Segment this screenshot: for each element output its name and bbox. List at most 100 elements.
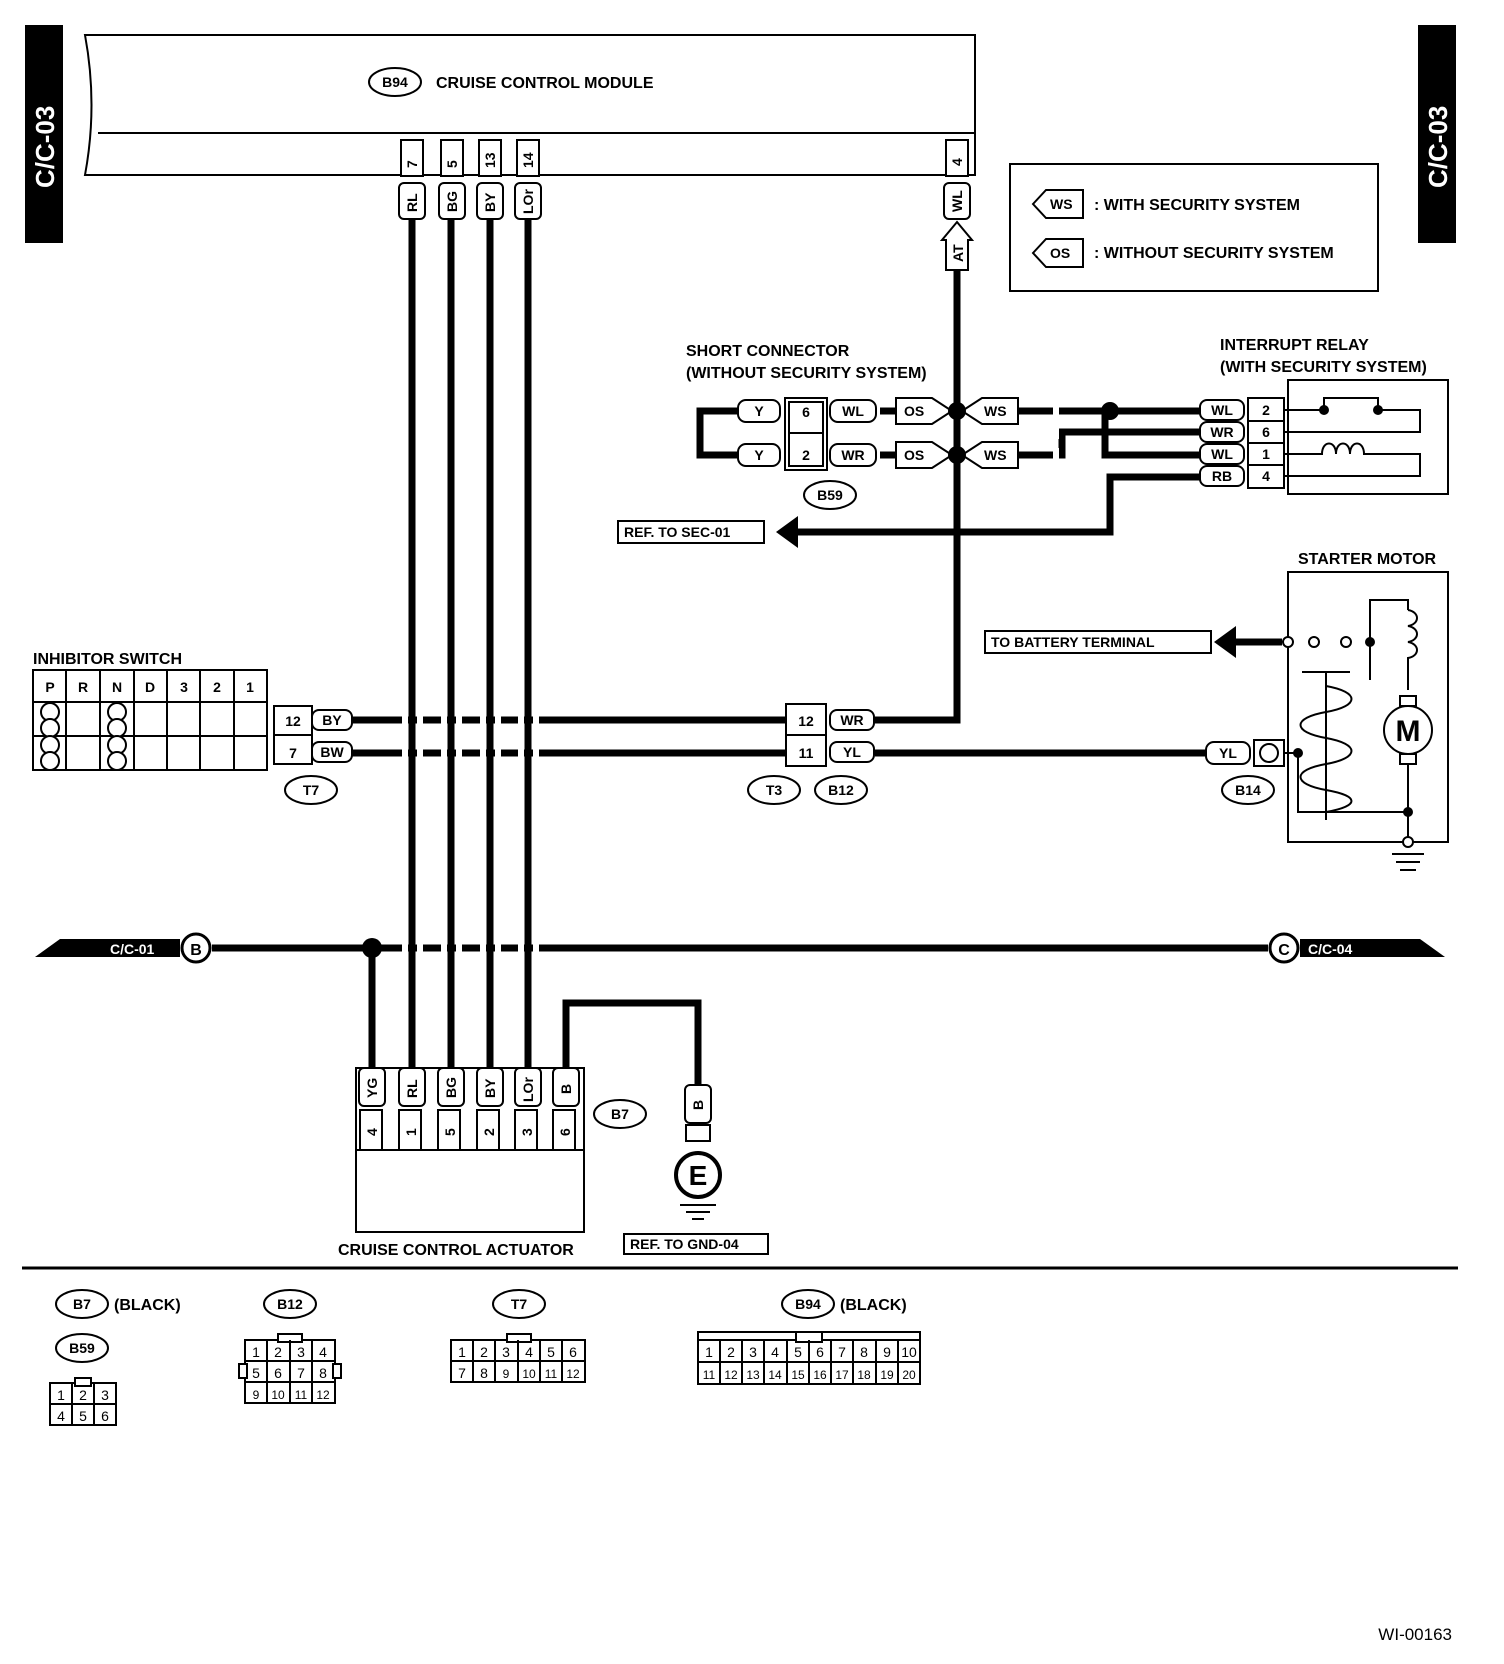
module-name: CRUISE CONTROL MODULE	[436, 75, 654, 92]
inhibitor-switch-title: INHIBITOR SWITCH	[33, 651, 182, 668]
svg-text:6: 6	[1262, 424, 1270, 440]
wire-crossings	[402, 404, 1059, 956]
svg-text:15: 15	[791, 1368, 805, 1382]
svg-text:5: 5	[252, 1365, 260, 1381]
svg-text:11: 11	[799, 745, 814, 761]
svg-text:C/C-03: C/C-03	[30, 106, 60, 188]
svg-text:BY: BY	[482, 1078, 498, 1098]
svg-text:4: 4	[1262, 468, 1270, 484]
module-pin-4: 4 WL	[943, 139, 971, 220]
actuator-name: CRUISE CONTROL ACTUATOR	[338, 1242, 574, 1259]
svg-text:4: 4	[949, 158, 965, 166]
svg-text:B: B	[690, 1100, 706, 1110]
svg-text:1: 1	[1262, 446, 1270, 462]
figure-id: WI-00163	[1378, 1625, 1452, 1644]
svg-text:6: 6	[557, 1128, 573, 1136]
svg-text:11: 11	[545, 1367, 558, 1381]
module-pin-7: 7 RL	[398, 139, 426, 220]
svg-text:OS: OS	[904, 403, 924, 419]
svg-text:6: 6	[802, 404, 810, 420]
svg-text:5: 5	[442, 1128, 458, 1136]
svg-text:Y: Y	[754, 447, 764, 463]
svg-text:WS: WS	[984, 447, 1007, 463]
cruise-control-module: B94 CRUISE CONTROL MODULE	[83, 34, 976, 176]
svg-text:6: 6	[101, 1408, 109, 1424]
svg-text:WR: WR	[841, 447, 864, 463]
svg-text:BY: BY	[322, 712, 342, 728]
svg-text:9: 9	[253, 1388, 260, 1402]
svg-text:5: 5	[547, 1344, 555, 1360]
svg-text:BG: BG	[444, 191, 460, 212]
ground-point: B E REF. TO GND-04	[623, 1084, 769, 1255]
svg-text:B94: B94	[795, 1296, 821, 1312]
svg-text:13: 13	[746, 1368, 760, 1382]
svg-text:1: 1	[403, 1128, 419, 1136]
svg-text:7: 7	[838, 1344, 846, 1360]
svg-text:P: P	[45, 679, 54, 695]
svg-text:8: 8	[319, 1365, 327, 1381]
svg-text:OS: OS	[904, 447, 924, 463]
legend: WS : WITH SECURITY SYSTEM OS : WITHOUT S…	[1009, 163, 1379, 292]
ref-sec-01: REF. TO SEC-01	[617, 516, 810, 548]
svg-text:WR: WR	[840, 712, 863, 728]
svg-text:9: 9	[503, 1367, 510, 1381]
svg-text:14: 14	[768, 1368, 782, 1382]
svg-text:1: 1	[458, 1344, 466, 1360]
svg-text:17: 17	[835, 1368, 849, 1382]
svg-text:4: 4	[57, 1408, 65, 1424]
interrupt-relay-title: INTERRUPT RELAY	[1220, 337, 1369, 354]
short-connector: SHORT CONNECTOR (WITHOUT SECURITY SYSTEM…	[686, 343, 927, 510]
bus-line: C/C-01 B C C/C-04	[35, 932, 1445, 964]
svg-text:2: 2	[213, 679, 221, 695]
at-tag: AT	[939, 220, 975, 271]
svg-text:WL: WL	[842, 403, 864, 419]
svg-text:6: 6	[569, 1344, 577, 1360]
inhibitor-connector-id: T7	[303, 782, 320, 798]
svg-text:LOr: LOr	[520, 1077, 536, 1102]
svg-text:19: 19	[880, 1368, 894, 1382]
svg-text:B59: B59	[69, 1340, 95, 1356]
svg-text:T7: T7	[511, 1296, 528, 1312]
svg-text:WS: WS	[984, 403, 1007, 419]
svg-text:RB: RB	[1212, 468, 1232, 484]
svg-text:(BLACK): (BLACK)	[114, 1297, 181, 1314]
connector-view-b7: B7 (BLACK)	[55, 1289, 181, 1319]
bus-left-ref: C/C-01	[110, 941, 155, 957]
legend-ws-text: : WITH SECURITY SYSTEM	[1094, 197, 1300, 214]
middle-connector-id-2: B12	[828, 782, 854, 798]
svg-text:7: 7	[404, 160, 420, 168]
svg-text:1: 1	[252, 1344, 260, 1360]
actuator-connector-id: B7	[611, 1106, 629, 1122]
svg-text:11: 11	[703, 1368, 716, 1382]
svg-text:3: 3	[749, 1344, 757, 1360]
svg-text:1: 1	[57, 1387, 65, 1403]
svg-text:WL: WL	[949, 190, 965, 212]
connector-view-b59: B59 1 2 3 4 5 6	[49, 1333, 117, 1426]
svg-text:BY: BY	[482, 192, 498, 212]
starter-motor-title: STARTER MOTOR	[1298, 551, 1437, 568]
svg-text:20: 20	[902, 1368, 916, 1382]
module-pin-13: 13 BY	[476, 139, 504, 220]
svg-text:14: 14	[520, 152, 536, 168]
svg-text:11: 11	[295, 1388, 308, 1402]
interrupt-relay-subtitle: (WITH SECURITY SYSTEM)	[1220, 359, 1427, 376]
svg-text:18: 18	[857, 1368, 871, 1382]
page-tag-right: C/C-03	[1418, 25, 1456, 243]
starter-connector-id: B14	[1235, 782, 1261, 798]
svg-text:12: 12	[566, 1367, 580, 1381]
svg-text:(BLACK): (BLACK)	[840, 1297, 907, 1314]
svg-text:16: 16	[813, 1368, 827, 1382]
svg-text:BW: BW	[320, 744, 344, 760]
svg-text:R: R	[78, 679, 88, 695]
svg-text:3: 3	[180, 679, 188, 695]
legend-ws-tag: WS	[1050, 196, 1073, 212]
svg-text:5: 5	[794, 1344, 802, 1360]
svg-text:7: 7	[289, 745, 297, 761]
cruise-control-actuator: 4 1 5 2 3 6 YG RL BG BY LOr B B7 CRUISE …	[338, 1067, 647, 1259]
svg-text:12: 12	[316, 1388, 330, 1402]
svg-text:RL: RL	[404, 193, 420, 212]
svg-text:4: 4	[319, 1344, 327, 1360]
svg-text:8: 8	[860, 1344, 868, 1360]
svg-text:10: 10	[271, 1388, 285, 1402]
middle-connector: 12 11 WR YL T3 B12	[747, 703, 875, 805]
